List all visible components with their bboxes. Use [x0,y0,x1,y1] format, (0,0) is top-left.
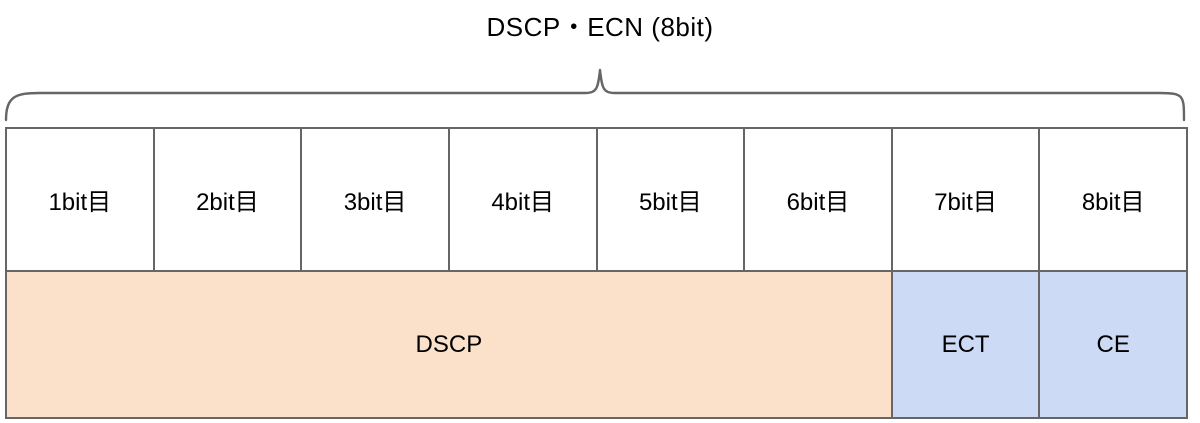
bit-field-table: 1bit目 2bit目 3bit目 4bit目 5bit目 6bit目 7bit… [5,127,1188,419]
bit-cell-3: 3bit目 [300,127,450,272]
field-cell-ce: CE [1038,270,1188,419]
brace-icon [4,68,1186,122]
bit-index-row: 1bit目 2bit目 3bit目 4bit目 5bit目 6bit目 7bit… [5,127,1188,272]
bit-cell-7: 7bit目 [890,127,1041,272]
field-name-row: DSCP ECT CE [5,270,1188,419]
bit-cell-2: 2bit目 [152,127,303,272]
page-title: DSCP・ECN (8bit) [486,12,714,42]
bit-cell-4: 4bit目 [447,127,598,272]
bit-cell-8: 8bit目 [1038,127,1188,272]
bit-cell-6: 6bit目 [743,127,893,272]
field-cell-dscp: DSCP [5,270,893,419]
bit-cell-1: 1bit目 [5,127,155,272]
field-cell-ect: ECT [890,270,1041,419]
bit-cell-5: 5bit目 [595,127,746,272]
top-brace [0,62,1200,124]
